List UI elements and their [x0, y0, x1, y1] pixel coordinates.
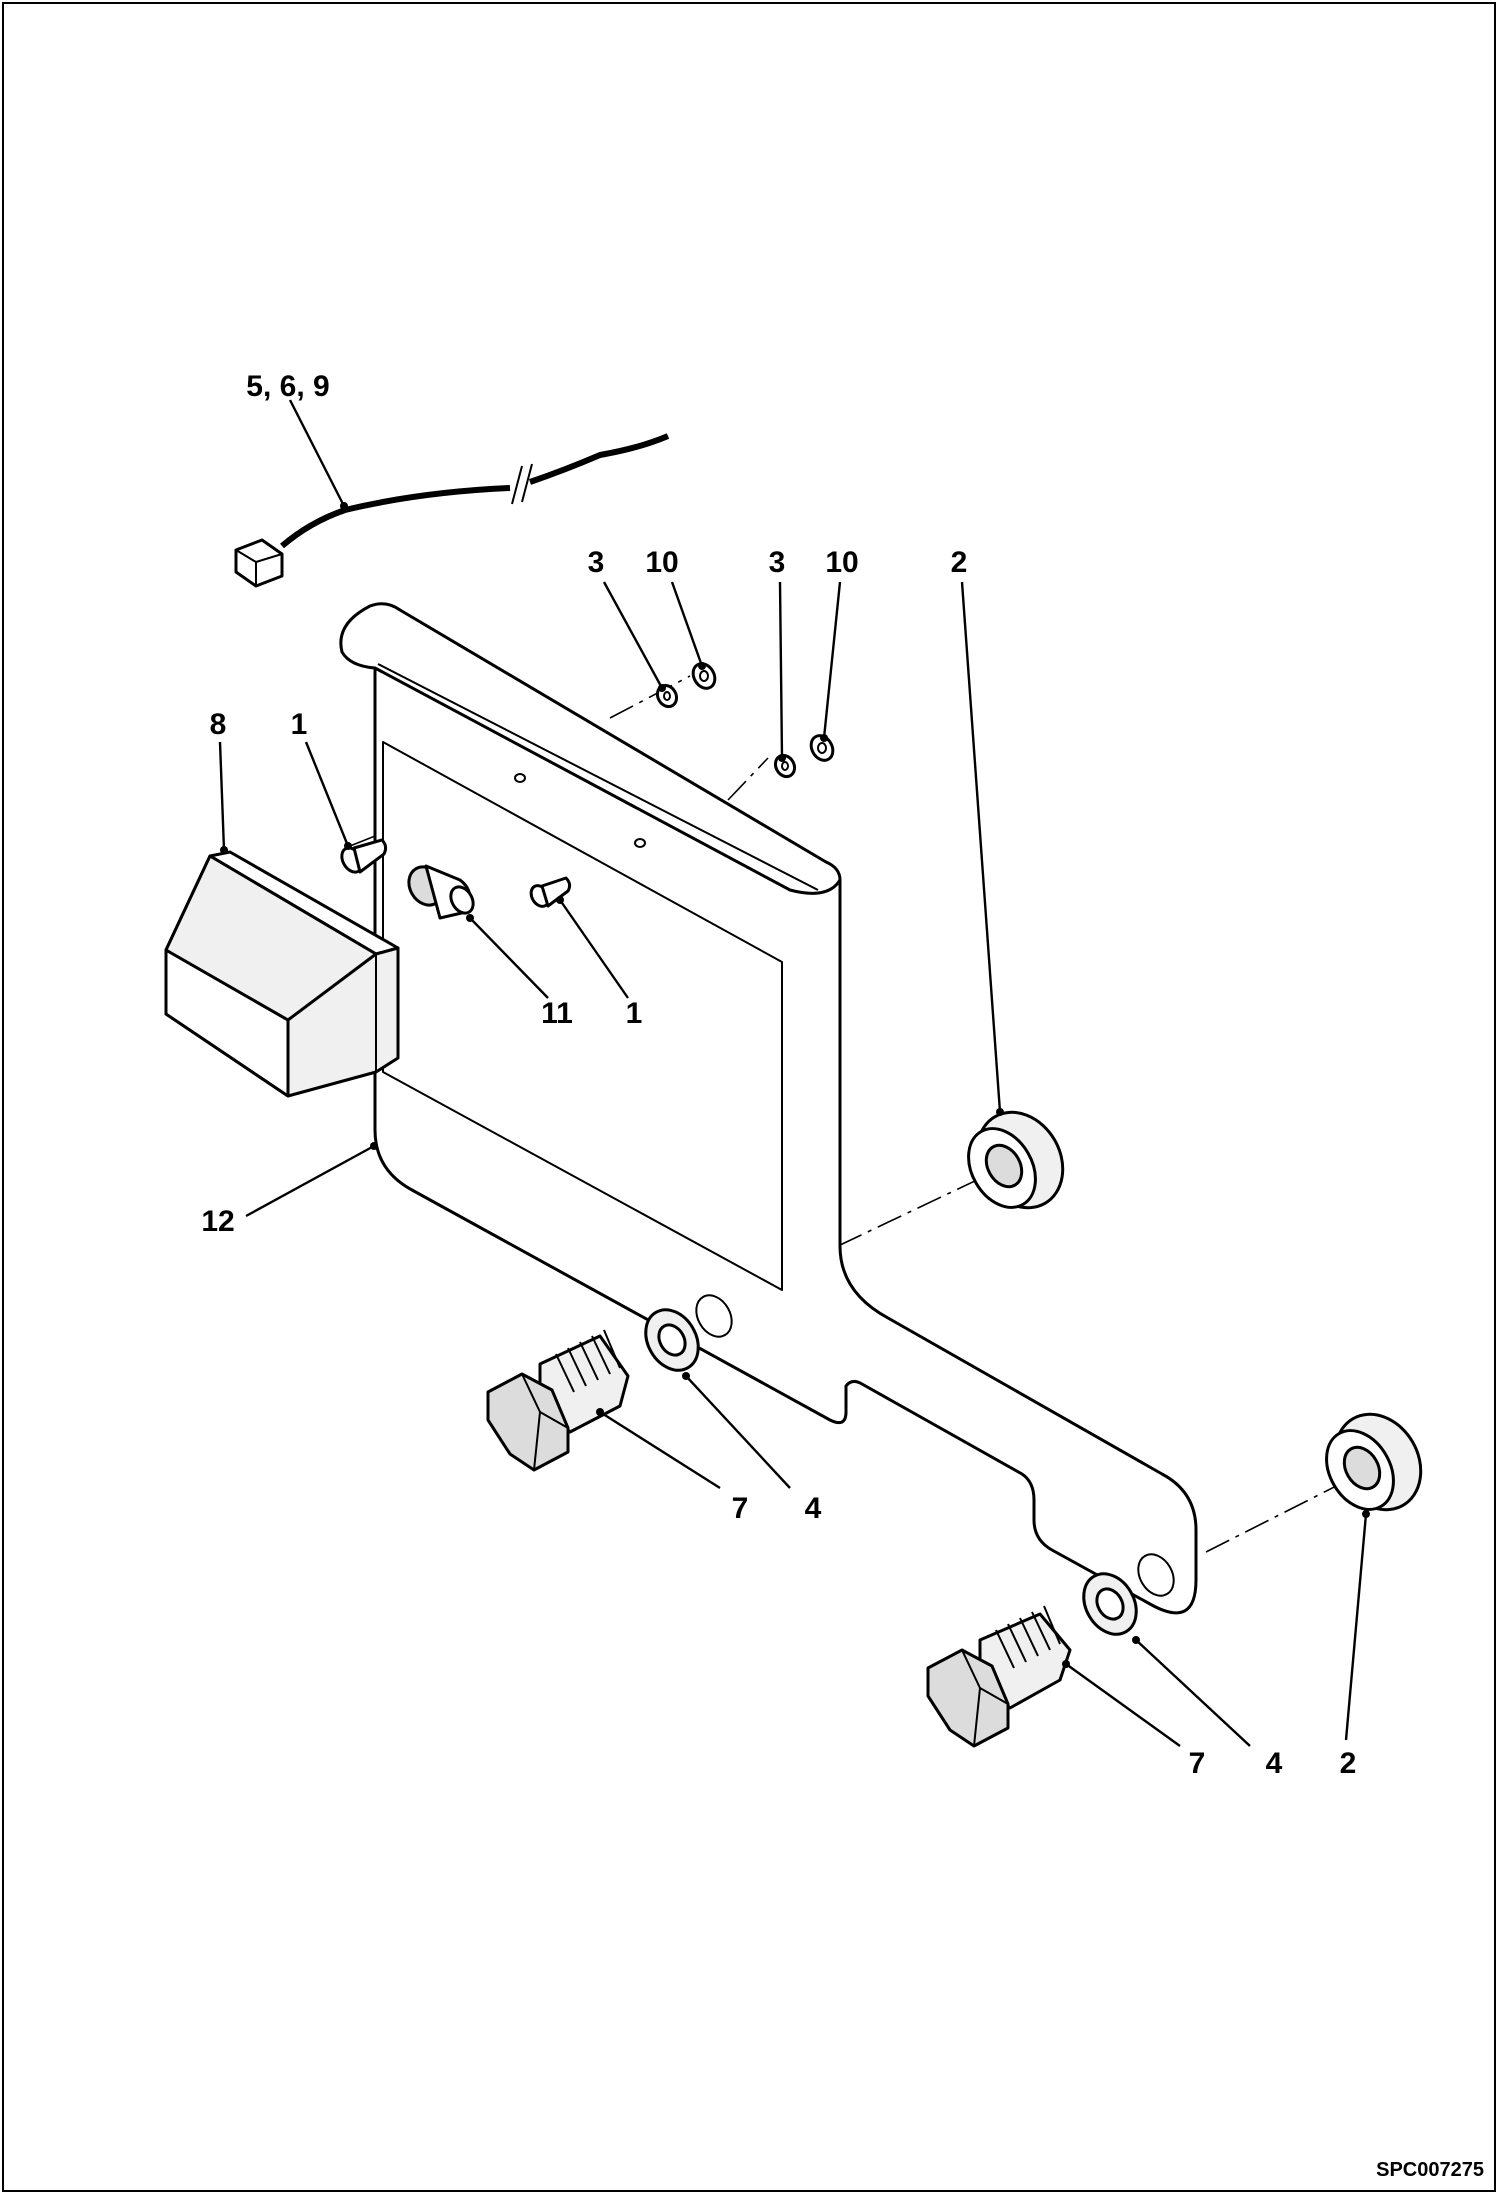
callout-2: 2	[1340, 1747, 1357, 1780]
nut-small-b	[809, 734, 835, 762]
callout-2: 2	[951, 546, 968, 579]
screw-upper	[340, 838, 388, 874]
callout-10: 10	[825, 546, 858, 579]
figure-code: SPC007275	[1376, 2159, 1484, 2181]
lamp-assembly	[164, 850, 400, 1098]
nut-large-lower	[1325, 1412, 1423, 1512]
bracket-hole	[695, 1294, 733, 1338]
callout-8: 8	[210, 708, 227, 741]
bolt-lower	[926, 1605, 1072, 1748]
callout-1: 1	[291, 708, 308, 741]
bracket-hole	[634, 838, 646, 848]
bolt-upper-thread	[555, 1329, 621, 1393]
callout-4: 4	[1266, 1747, 1283, 1780]
callout-3: 3	[588, 546, 605, 579]
mounting-bracket	[339, 602, 1198, 1615]
bracket-hole	[1137, 1553, 1175, 1597]
screw-lower	[529, 876, 572, 908]
wire-harness	[234, 433, 670, 588]
callout-1: 1	[626, 997, 643, 1030]
callout-4: 4	[805, 1492, 822, 1525]
callout-12: 12	[201, 1205, 234, 1238]
bulb	[407, 864, 475, 920]
callout-3: 3	[769, 546, 786, 579]
bolt-upper	[486, 1329, 630, 1472]
harness-connector	[234, 538, 284, 588]
callout-5-6-9: 5, 6, 9	[246, 370, 329, 403]
leader-lines	[218, 399, 1370, 1747]
nut-large-upper	[967, 1110, 1065, 1210]
lock-washer-lower	[1082, 1572, 1138, 1636]
callout-labels: 5, 6, 9 3 10 3 10 2 8 1 11 1 12 7 4 7 4 …	[201, 370, 1356, 1780]
bracket-top-flange	[339, 602, 842, 895]
callout-10: 10	[645, 546, 678, 579]
callout-7: 7	[732, 1492, 749, 1525]
bracket-plate	[373, 666, 1198, 1615]
nut-small-a	[691, 662, 717, 690]
lock-washer-upper	[644, 1308, 700, 1372]
callout-11: 11	[541, 997, 573, 1030]
bracket-hole	[514, 773, 526, 783]
callout-7: 7	[1189, 1747, 1206, 1780]
bolt-lower-thread	[995, 1605, 1061, 1669]
washer-small-a	[655, 683, 679, 709]
